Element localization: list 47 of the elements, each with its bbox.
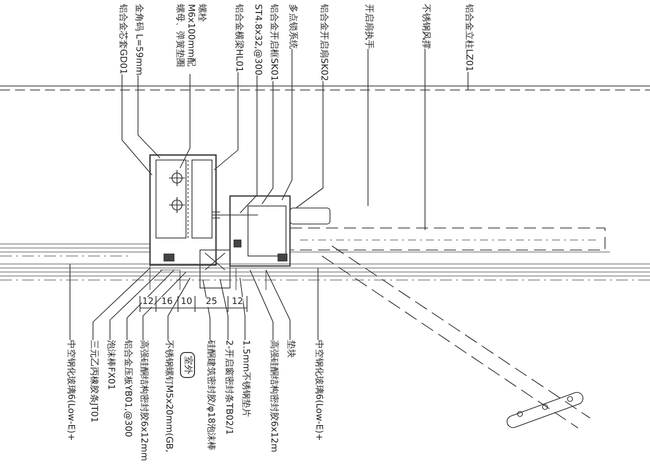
leader-line — [168, 278, 190, 340]
callout-label: 不锈钢风撑 — [420, 4, 430, 49]
leader-line — [122, 74, 152, 176]
leader-line — [126, 270, 174, 340]
leader-line — [424, 48, 426, 230]
callout-label: 铝合金压板YB01,@300 — [122, 340, 132, 438]
leader-line — [262, 80, 274, 204]
leader-line — [296, 80, 324, 208]
dimension-label: 12 — [142, 297, 154, 307]
callout-label: 铝合金横梁HL01 — [232, 4, 244, 72]
callout-label: 铝合金芯套GD01 — [116, 4, 128, 74]
leader-line — [92, 268, 150, 340]
callout-label: 高强硅酮结构密封胶6x12mm — [138, 340, 148, 462]
callout-label: 开启扇执手 — [362, 4, 374, 49]
leader-line — [266, 270, 290, 340]
callout-label: 1.5mm不锈钢垫片 — [240, 340, 250, 417]
leader-line — [138, 75, 160, 158]
dimension-label: 16 — [161, 297, 173, 307]
callout-label: 铝合金立柱LZ01 — [462, 4, 474, 72]
callout-label: 金角码 L=59mm — [132, 4, 144, 76]
callout-label: 中空钢化玻璃6(Low-E)+ — [312, 340, 324, 441]
dimension-label: 10 — [180, 297, 192, 307]
callout-label: 铝合金开启框SK01 — [268, 4, 278, 82]
callout-label: 泡沫棒FX01 — [104, 340, 116, 390]
callout-label: 2-开启窗密封条TB02/1 — [222, 340, 234, 435]
callout-label: 垫块 — [284, 340, 296, 358]
callout-label: ST4.8x32,@300 — [252, 4, 262, 76]
dimension-label: 12 — [232, 297, 244, 307]
leader-line — [202, 280, 210, 340]
leader-line — [110, 270, 162, 340]
callout-label: 三元乙丙橡胶条JT01 — [88, 340, 98, 423]
callout-label: 硅酮建筑密封胶/φ18泡沫棒 — [204, 340, 216, 450]
leader-line — [282, 48, 292, 200]
leader-line — [250, 270, 274, 340]
callout-label: 多点锁系统 — [286, 4, 298, 49]
leader-line — [214, 72, 238, 170]
callout-label: 铝合金开启扇SK02 — [318, 4, 328, 82]
leader-line — [240, 278, 246, 340]
leader-line — [180, 74, 190, 168]
boxed-label: 室外 — [180, 352, 194, 378]
callout-label: 中空钢化玻璃6(Low-E)+ — [64, 340, 76, 441]
dimension-label: 25 — [206, 297, 218, 307]
callout-label: 不锈钢螺钉M5x20mm(GB, — [162, 340, 174, 452]
callout-label: 高强硅酮结构密封胶6x12m — [268, 340, 278, 452]
leader-line — [142, 272, 186, 340]
leader-line — [220, 278, 228, 340]
leader-line — [240, 74, 258, 214]
